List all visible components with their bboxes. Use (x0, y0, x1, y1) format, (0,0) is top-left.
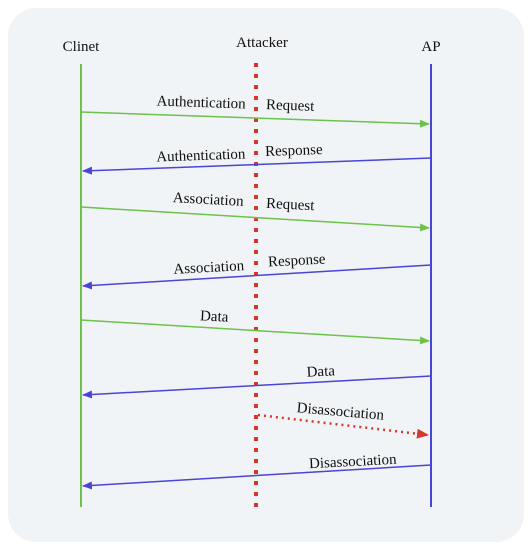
client-label: Clinet (63, 39, 100, 55)
message-label: Data (200, 308, 229, 325)
message-arrow (82, 264, 432, 290)
message-arrow (80, 319, 430, 345)
message-arrow (82, 157, 432, 175)
message-label: Association (172, 190, 244, 210)
message-label: Request (266, 196, 316, 215)
ap-label: AP (421, 39, 440, 55)
message-arrow (80, 111, 430, 128)
message-label: Response (268, 251, 327, 270)
attacker-label: Attacker (236, 35, 288, 51)
message-arrow (82, 464, 432, 490)
message-label: Authentication (156, 146, 246, 165)
message-arrow (82, 375, 432, 399)
message-label: Disassociation (309, 452, 398, 473)
spoofed-message-arrow (257, 413, 429, 439)
message-label: Association (173, 258, 245, 278)
message-label: Authentication (156, 93, 246, 112)
message-label: Response (265, 142, 323, 160)
message-arrow (80, 206, 430, 232)
message-label: Disassociation (296, 400, 385, 424)
message-label: Request (266, 97, 316, 115)
message-label: Data (306, 363, 335, 380)
